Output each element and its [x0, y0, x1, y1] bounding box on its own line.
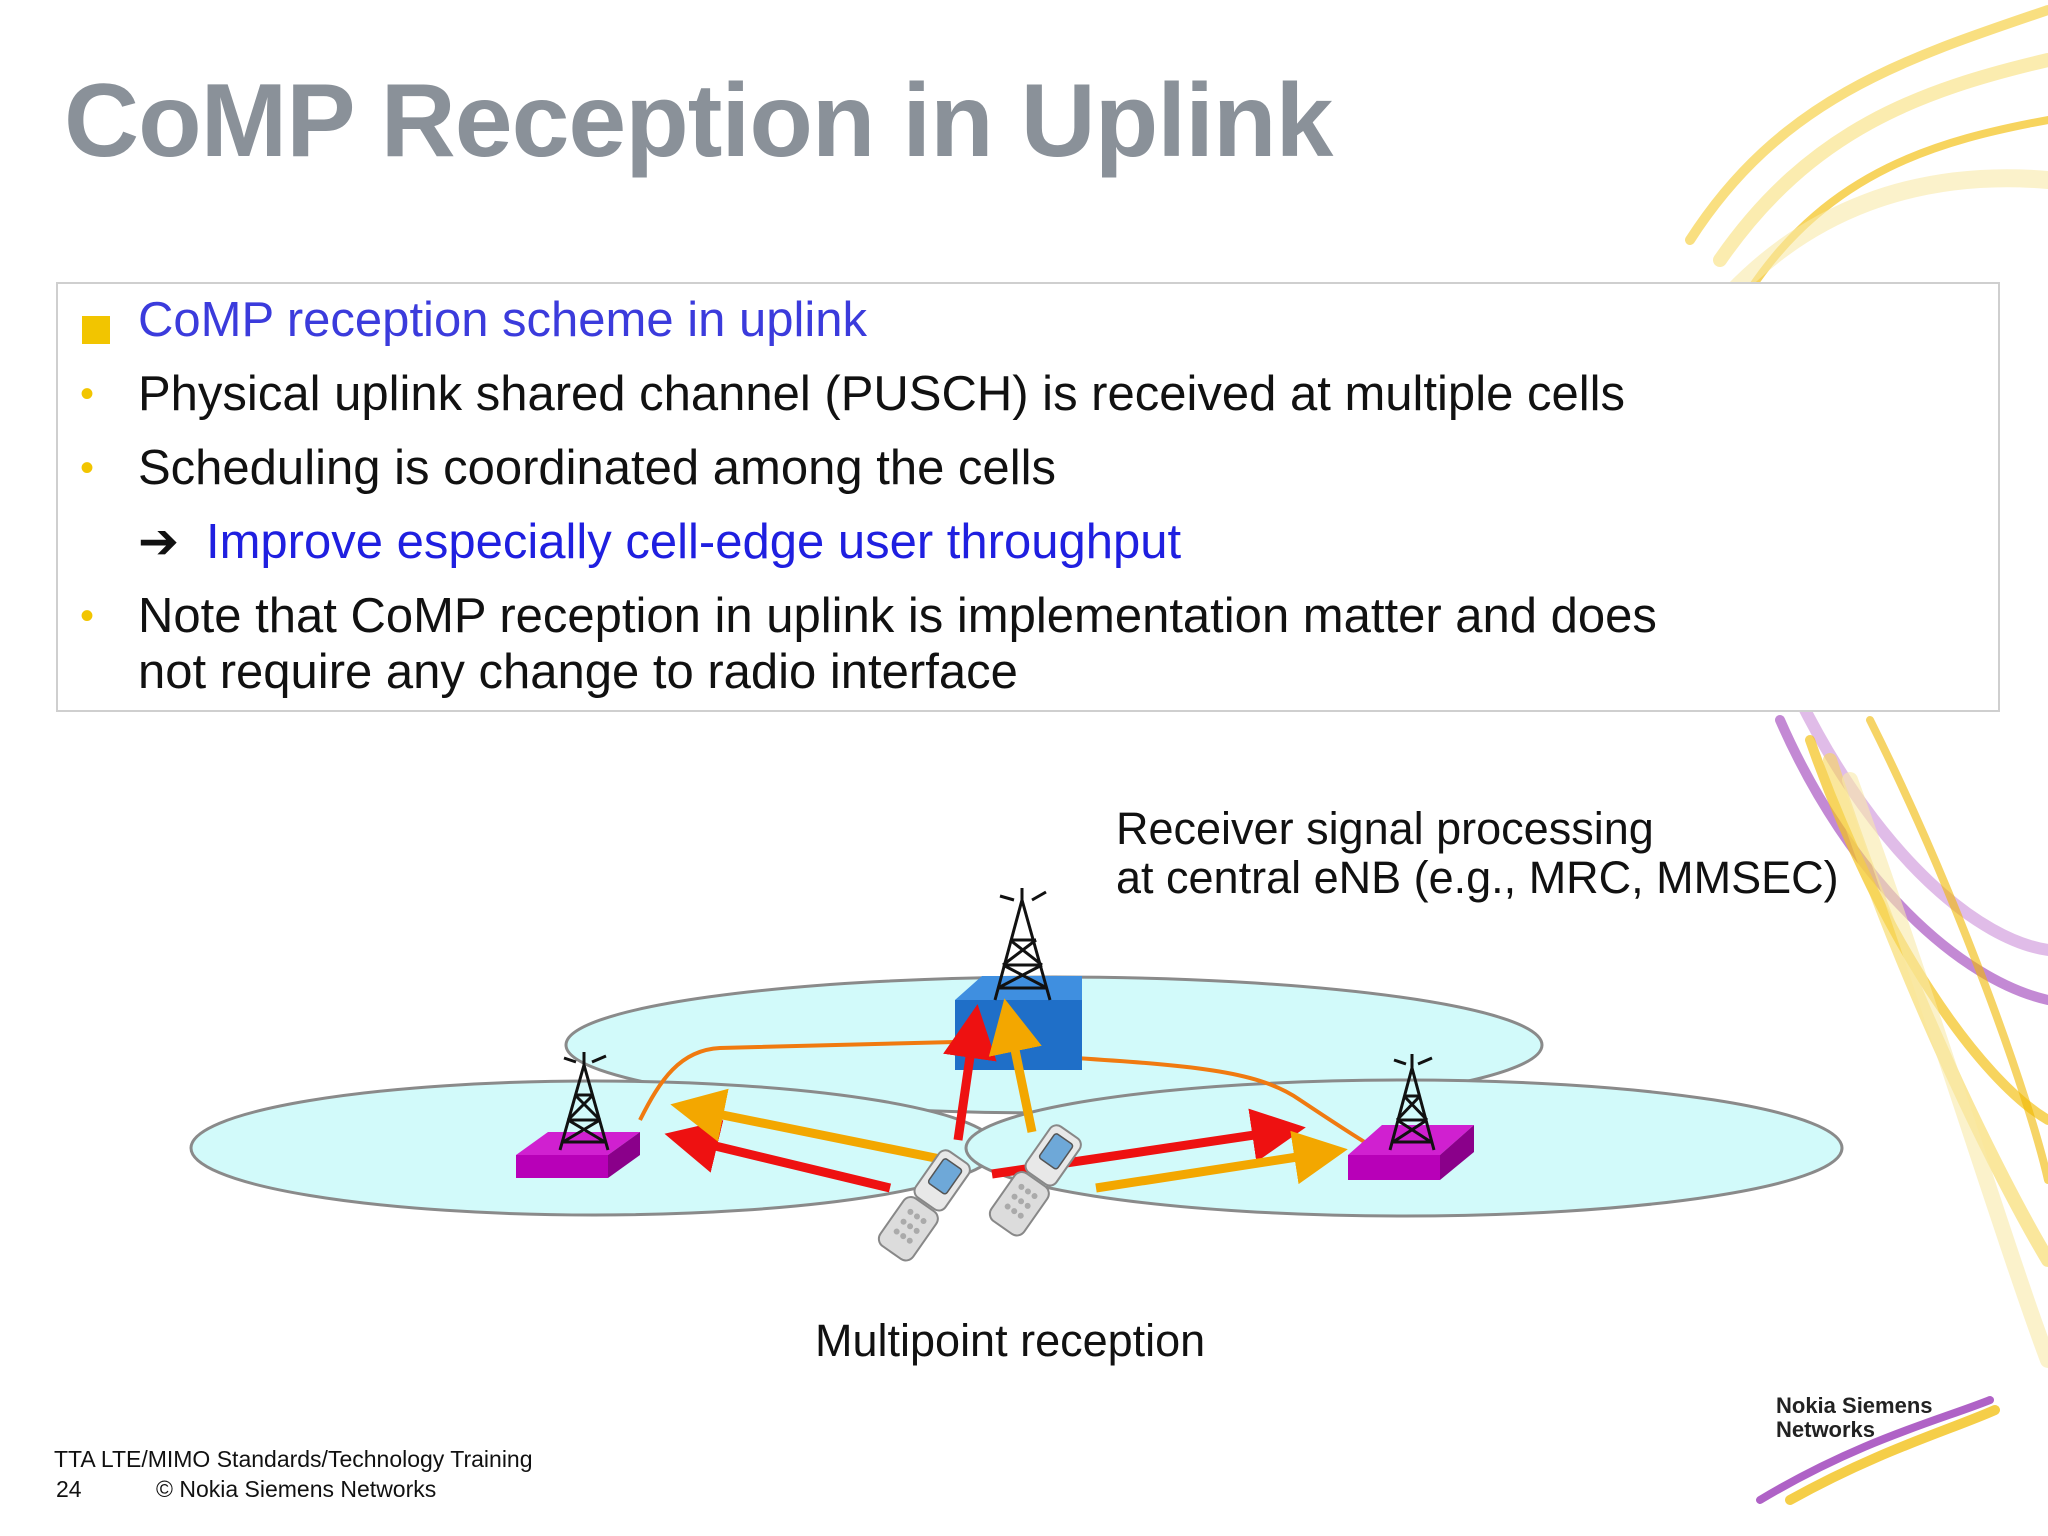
- footer-course: TTA LTE/MIMO Standards/Technology Traini…: [54, 1446, 533, 1472]
- backhaul-line-right: [1074, 1056, 1379, 1152]
- callout-line1: Receiver signal processing: [1116, 803, 1654, 854]
- callout-line2: at central eNB (e.g., MRC, MMSEC): [1116, 852, 1839, 903]
- signal-arrow-red: [943, 1004, 997, 1141]
- signal-arrow-red: [664, 1120, 892, 1193]
- bullet-text: Scheduling is coordinated among the cell…: [138, 441, 1056, 495]
- right-arrow-icon: ➔: [138, 515, 180, 569]
- company-logo: Nokia Siemens Networks: [1776, 1394, 1933, 1442]
- user-equipment-phone-icon: [988, 1124, 1082, 1237]
- right-tower-icon: [1388, 1054, 1436, 1151]
- bullet-dot-icon: •: [80, 446, 95, 490]
- note-text-line1: Note that CoMP reception in uplink is im…: [138, 589, 1657, 643]
- footer-page-number: 24: [56, 1476, 82, 1502]
- slide-title: CoMP Reception in Uplink: [64, 63, 1333, 179]
- signal-arrow-orange: [988, 998, 1042, 1133]
- bullet-dot-icon: •: [80, 594, 95, 638]
- note-text-line2: not require any change to radio interfac…: [138, 645, 1018, 699]
- square-bullet-icon: [82, 316, 110, 344]
- bullet-dot-icon: •: [80, 372, 95, 416]
- heading-text: CoMP reception scheme in uplink: [138, 293, 868, 347]
- footer-copyright: © Nokia Siemens Networks: [156, 1476, 437, 1502]
- right-enb-icon: [1348, 1125, 1474, 1180]
- left-tower-icon: [558, 1052, 610, 1151]
- bullet-text: Physical uplink shared channel (PUSCH) i…: [138, 367, 1625, 421]
- backhaul-line-left: [638, 1040, 956, 1121]
- signal-arrow-orange: [1095, 1130, 1348, 1193]
- central-tower-icon: [993, 888, 1052, 1001]
- conclusion-text: Improve especially cell-edge user throug…: [206, 515, 1182, 569]
- content-box: CoMP reception scheme in uplink • Physic…: [56, 282, 2000, 712]
- user-equipment-phone-icon: [877, 1149, 971, 1262]
- diagram-caption: Multipoint reception: [815, 1315, 1206, 1366]
- logo-line1: Nokia Siemens: [1776, 1393, 1933, 1418]
- signal-arrow-orange: [670, 1088, 956, 1167]
- logo-line2: Networks: [1776, 1417, 1876, 1442]
